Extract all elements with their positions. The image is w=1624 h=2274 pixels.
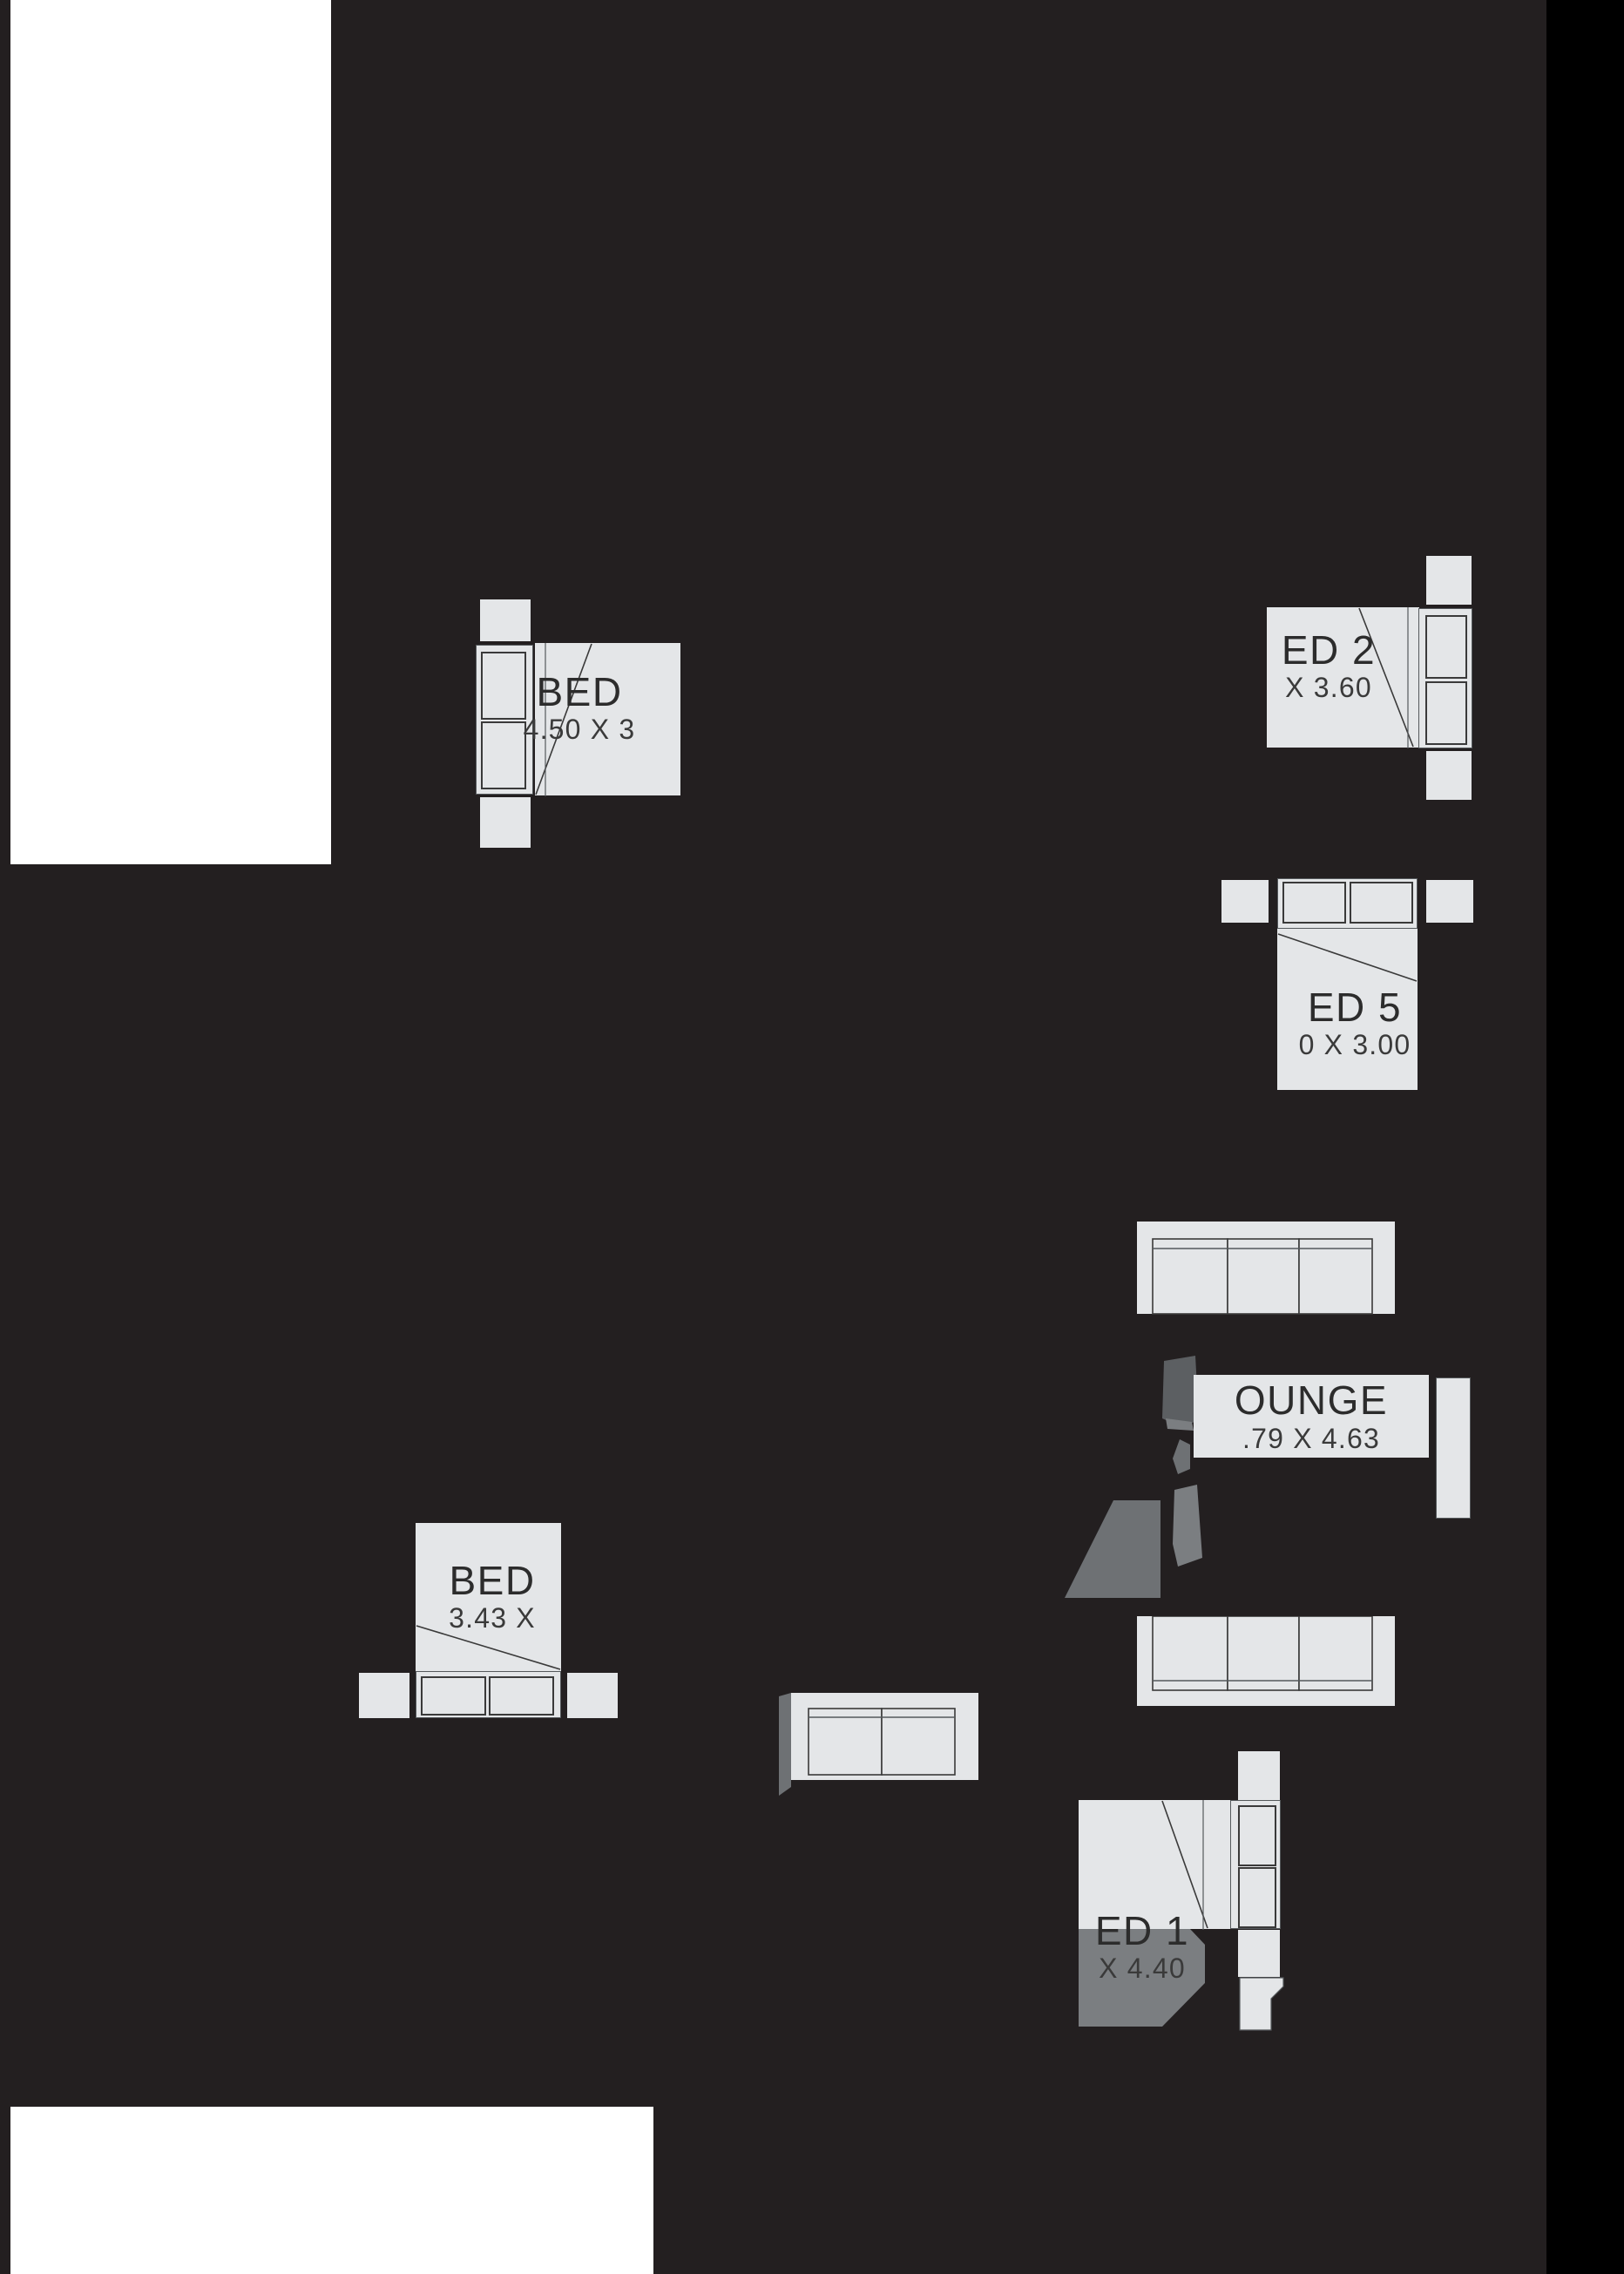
lounge-label: OUNGE .79 X 4.63 <box>1194 1375 1429 1458</box>
bed-5-mattress <box>1277 927 1418 1090</box>
lounge-ottoman-icon <box>1065 1500 1160 1598</box>
bed-4-pillow-right <box>489 1676 554 1716</box>
bed-2-pillow-lower <box>1425 681 1467 745</box>
lounge-armchair-upper-icon <box>1162 1356 1199 1431</box>
bed-5-pillow-right <box>1350 882 1413 924</box>
mask-panel-bottom-left <box>10 2107 653 2274</box>
bed-1-mattress <box>1079 1800 1231 1929</box>
lounge-armchair-lower-icon <box>1173 1439 1202 1567</box>
bed-1-lower-cabinet <box>1239 1977 1284 2031</box>
bed-1-pillow-upper <box>1238 1805 1276 1866</box>
lounge-sofa-top-frame <box>1137 1222 1395 1314</box>
lounge-dims: .79 X 4.63 <box>1242 1422 1380 1454</box>
lounge-name: OUNGE <box>1234 1377 1389 1423</box>
mask-panel-top-left <box>10 0 331 864</box>
bed-1-nightstand-bottom <box>1238 1930 1280 1977</box>
bed-4-pillow-left <box>421 1676 486 1716</box>
loveseat-frame <box>791 1693 978 1780</box>
bed-2-nightstand-top <box>1426 556 1472 605</box>
bed-5-nightstand-left <box>1221 880 1269 923</box>
bed-3-pillow-upper <box>481 652 526 720</box>
bed-1-rug-shadow <box>1079 1929 1205 2027</box>
bed-5-pillow-left <box>1282 882 1346 924</box>
bed-4-nightstand-left <box>359 1673 409 1718</box>
lounge-sofa-bottom-frame <box>1137 1616 1395 1706</box>
bed-4-mattress <box>416 1523 561 1671</box>
bed-5-nightstand-right <box>1426 880 1473 923</box>
bed-2-mattress <box>1267 607 1419 748</box>
bed-3-pillow-lower <box>481 721 526 789</box>
bed-1-nightstand-top <box>1238 1751 1280 1802</box>
right-edge-strip <box>1546 0 1624 2274</box>
bed-3-nightstand-top <box>480 599 531 641</box>
bed-4-nightstand-right <box>567 1673 618 1718</box>
bed-1-dims: X 4.40 <box>1099 1952 1186 1984</box>
lounge-side-cabinet <box>1436 1377 1471 1519</box>
bed-1-pillow-lower <box>1238 1867 1276 1928</box>
bed-3-nightstand-bottom <box>480 797 531 848</box>
bed-2-nightstand-bottom <box>1426 751 1472 800</box>
bed-2-pillow-upper <box>1425 615 1467 679</box>
bed-3-mattress <box>535 643 680 795</box>
